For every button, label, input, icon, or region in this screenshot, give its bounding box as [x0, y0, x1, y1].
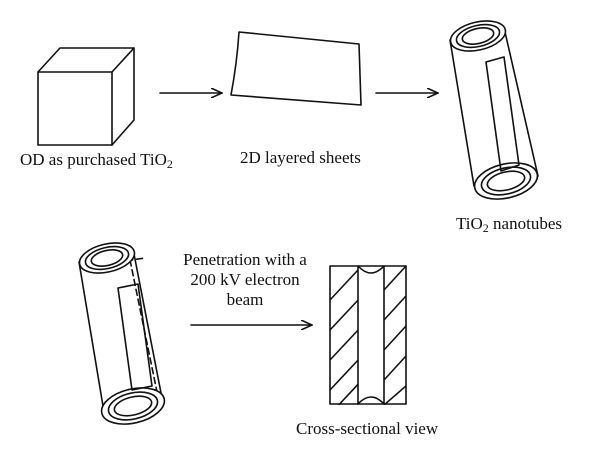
cross-section [329, 265, 407, 405]
label-2d-layered-sheets: 2D layered sheets [240, 148, 361, 167]
nanotube-top [449, 20, 539, 200]
label-cross-sectional-view: Cross-sectional view [296, 419, 439, 438]
label-penetration-line3: beam [226, 290, 264, 309]
label-penetration: Penetration with a 200 kV electron beam [170, 250, 320, 310]
label-od-tio2: OD as purchased TiO2 [20, 150, 173, 171]
label-penetration-line2: 200 kV electron [190, 270, 300, 289]
cross-section-right-wall [384, 265, 406, 405]
label-tio2-nanotubes: TiO2 nanotubes [456, 214, 562, 235]
cross-section-left-wall [330, 269, 358, 405]
label-penetration-line1: Penetration with a [183, 250, 307, 269]
nanotube-bottom [78, 242, 166, 425]
layered-sheet [230, 31, 362, 106]
tio2-cube [37, 47, 135, 146]
